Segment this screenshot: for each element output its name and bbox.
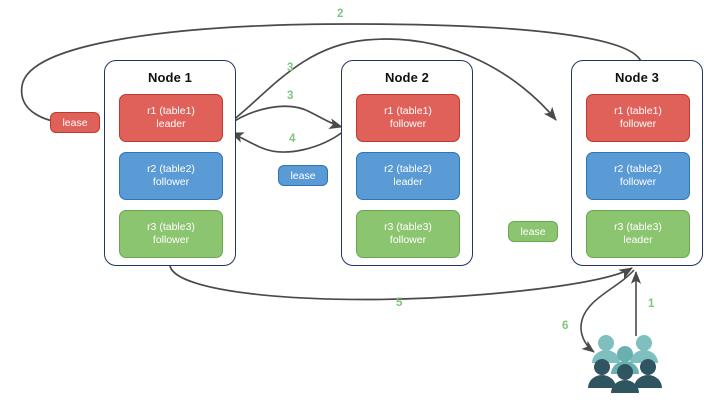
range-role: follower — [619, 118, 657, 130]
range-name: r1 (table1) — [614, 105, 662, 117]
lease-badge-r3[interactable]: lease — [508, 221, 558, 242]
step-label-5: 5 — [396, 297, 403, 309]
edge-step-2 — [20, 23, 643, 128]
range-r3-node2[interactable]: r3 (table3) follower — [356, 210, 460, 258]
range-name: r3 (table3) — [384, 221, 432, 233]
range-role: follower — [152, 176, 190, 188]
step-label-6: 6 — [562, 320, 569, 332]
range-role: leader — [623, 234, 653, 246]
range-name: r2 (table2) — [384, 163, 432, 175]
edge-step-3-node3 — [227, 38, 557, 125]
step-label-4: 4 — [289, 133, 296, 145]
range-role: leader — [393, 176, 423, 188]
range-name: r1 (table1) — [384, 105, 432, 117]
range-r2-node2[interactable]: r2 (table2) leader — [356, 152, 460, 200]
range-name: r3 (table3) — [614, 221, 662, 233]
step-label-1: 1 — [648, 298, 655, 310]
edge-step-5 — [169, 265, 633, 301]
range-role: follower — [389, 118, 427, 130]
step-label-3-node3: 3 — [287, 62, 294, 74]
node-title: Node 2 — [385, 70, 429, 85]
range-r3-node1[interactable]: r3 (table3) follower — [119, 210, 223, 258]
users-icon — [588, 335, 662, 393]
lease-badge-r2[interactable]: lease — [278, 165, 328, 186]
range-role: follower — [152, 234, 190, 246]
range-name: r3 (table3) — [147, 221, 195, 233]
edge-step-3-node2 — [226, 105, 343, 129]
node-title: Node 3 — [615, 70, 659, 85]
range-r2-node3[interactable]: r2 (table2) follower — [586, 152, 690, 200]
range-name: r1 (table1) — [147, 105, 195, 117]
step-label-2: 2 — [337, 8, 344, 20]
range-r1-node3[interactable]: r1 (table1) follower — [586, 94, 690, 142]
node-card-2[interactable]: Node 2 r1 (table1) follower r2 (table2) … — [341, 60, 473, 266]
lease-badge-r1[interactable]: lease — [50, 112, 100, 133]
range-r1-node1[interactable]: r1 (table1) leader — [119, 94, 223, 142]
node-title: Node 1 — [148, 70, 192, 85]
range-role: follower — [389, 234, 427, 246]
node-card-3[interactable]: Node 3 r1 (table1) follower r2 (table2) … — [571, 60, 703, 266]
step-label-3-node2: 3 — [287, 90, 294, 102]
range-name: r2 (table2) — [147, 163, 195, 175]
range-r1-node2[interactable]: r1 (table1) follower — [356, 94, 460, 142]
range-role: follower — [619, 176, 657, 188]
node-card-1[interactable]: Node 1 r1 (table1) leader r2 (table2) fo… — [104, 60, 236, 266]
range-r2-node1[interactable]: r2 (table2) follower — [119, 152, 223, 200]
range-r3-node3[interactable]: r3 (table3) leader — [586, 210, 690, 258]
range-name: r2 (table2) — [614, 163, 662, 175]
edge-step-6 — [580, 269, 635, 353]
range-role: leader — [156, 118, 186, 130]
edge-step-4 — [230, 130, 345, 153]
